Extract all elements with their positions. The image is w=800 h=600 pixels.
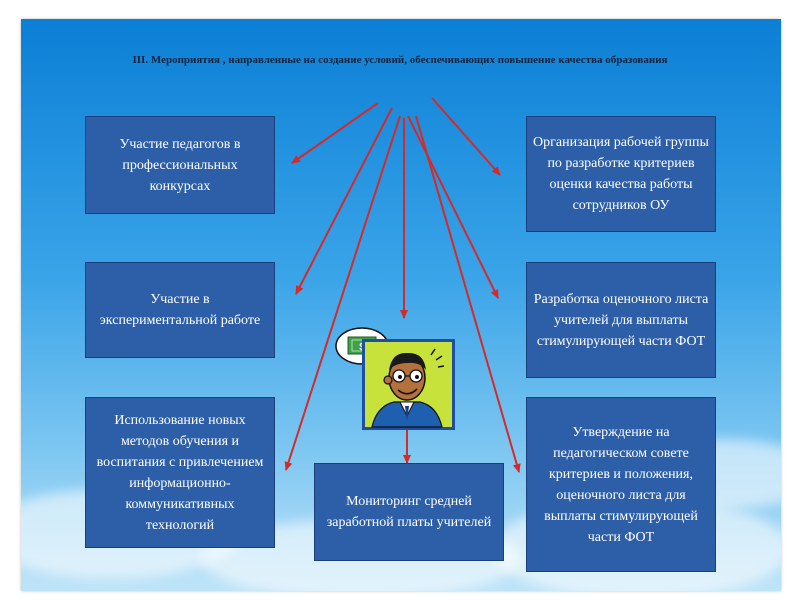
box-new-methods: Использование новых методов обучения и в… — [85, 397, 275, 548]
arrow-to-contests — [291, 102, 379, 164]
box-contests: Участие педагогов в профессиональных кон… — [85, 116, 275, 214]
arrow-to-evaluation-sheet — [407, 115, 499, 299]
box-evaluation-sheet: Разработка оценочного листа учителей для… — [526, 262, 716, 378]
arrow-to-new-methods — [284, 115, 401, 471]
teacher-thinking-money-icon: $ — [335, 327, 455, 430]
slide-title: III. Мероприятия , направленные на созда… — [132, 54, 668, 66]
arrow-to-working-group — [431, 97, 501, 176]
box-working-group: Организация рабочей группы по разработке… — [526, 116, 716, 232]
arrow-to-experimental — [295, 107, 393, 295]
box-approval: Утверждение на педагогическом совете кри… — [526, 397, 716, 572]
arrow-to-approval — [415, 115, 521, 473]
box-monitoring: Мониторинг средней заработной платы учит… — [314, 463, 504, 561]
box-experimental: Участие в экспериментальной работе — [85, 262, 275, 358]
